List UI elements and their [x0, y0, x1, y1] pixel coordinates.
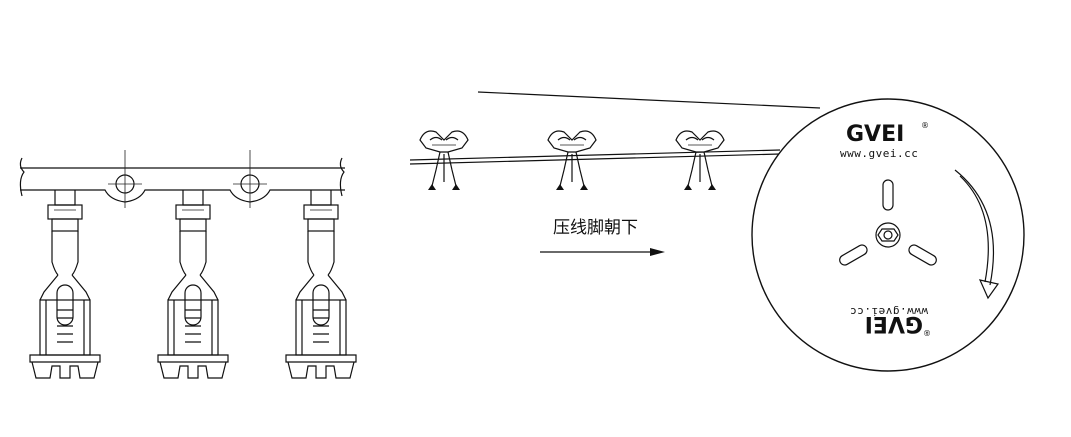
registered-mark-bottom: ®: [923, 328, 931, 337]
reel: GVEI ® www.gvei.cc GVEI ® www.gvei.cc: [751, 98, 1025, 372]
rotation-arrow: [954, 169, 1000, 300]
reel-url-top: www.gvei.cc: [840, 147, 918, 160]
reel-hub: [875, 222, 901, 248]
reel-slot: [908, 244, 937, 266]
feed-direction-arrow: [540, 248, 665, 256]
terminal: [285, 189, 357, 379]
reel-outline: [751, 98, 1025, 372]
registered-mark-top: ®: [921, 121, 929, 130]
reel-url-bottom: www.gvei.cc: [850, 305, 928, 318]
terminal: [29, 190, 101, 379]
reel-slot: [839, 244, 868, 266]
brand-logo-top: GVEI: [846, 122, 904, 147]
reel-slot: [882, 179, 894, 211]
carrier-strip-side-view: [19, 150, 345, 208]
direction-label: 压线脚朝下: [553, 218, 638, 238]
terminal: [157, 189, 229, 379]
terminal-end-view: [419, 130, 469, 190]
brand-logo-bottom: GVEI: [865, 311, 923, 336]
feed-wire: [409, 91, 821, 165]
terminal-end-view: [675, 130, 725, 191]
